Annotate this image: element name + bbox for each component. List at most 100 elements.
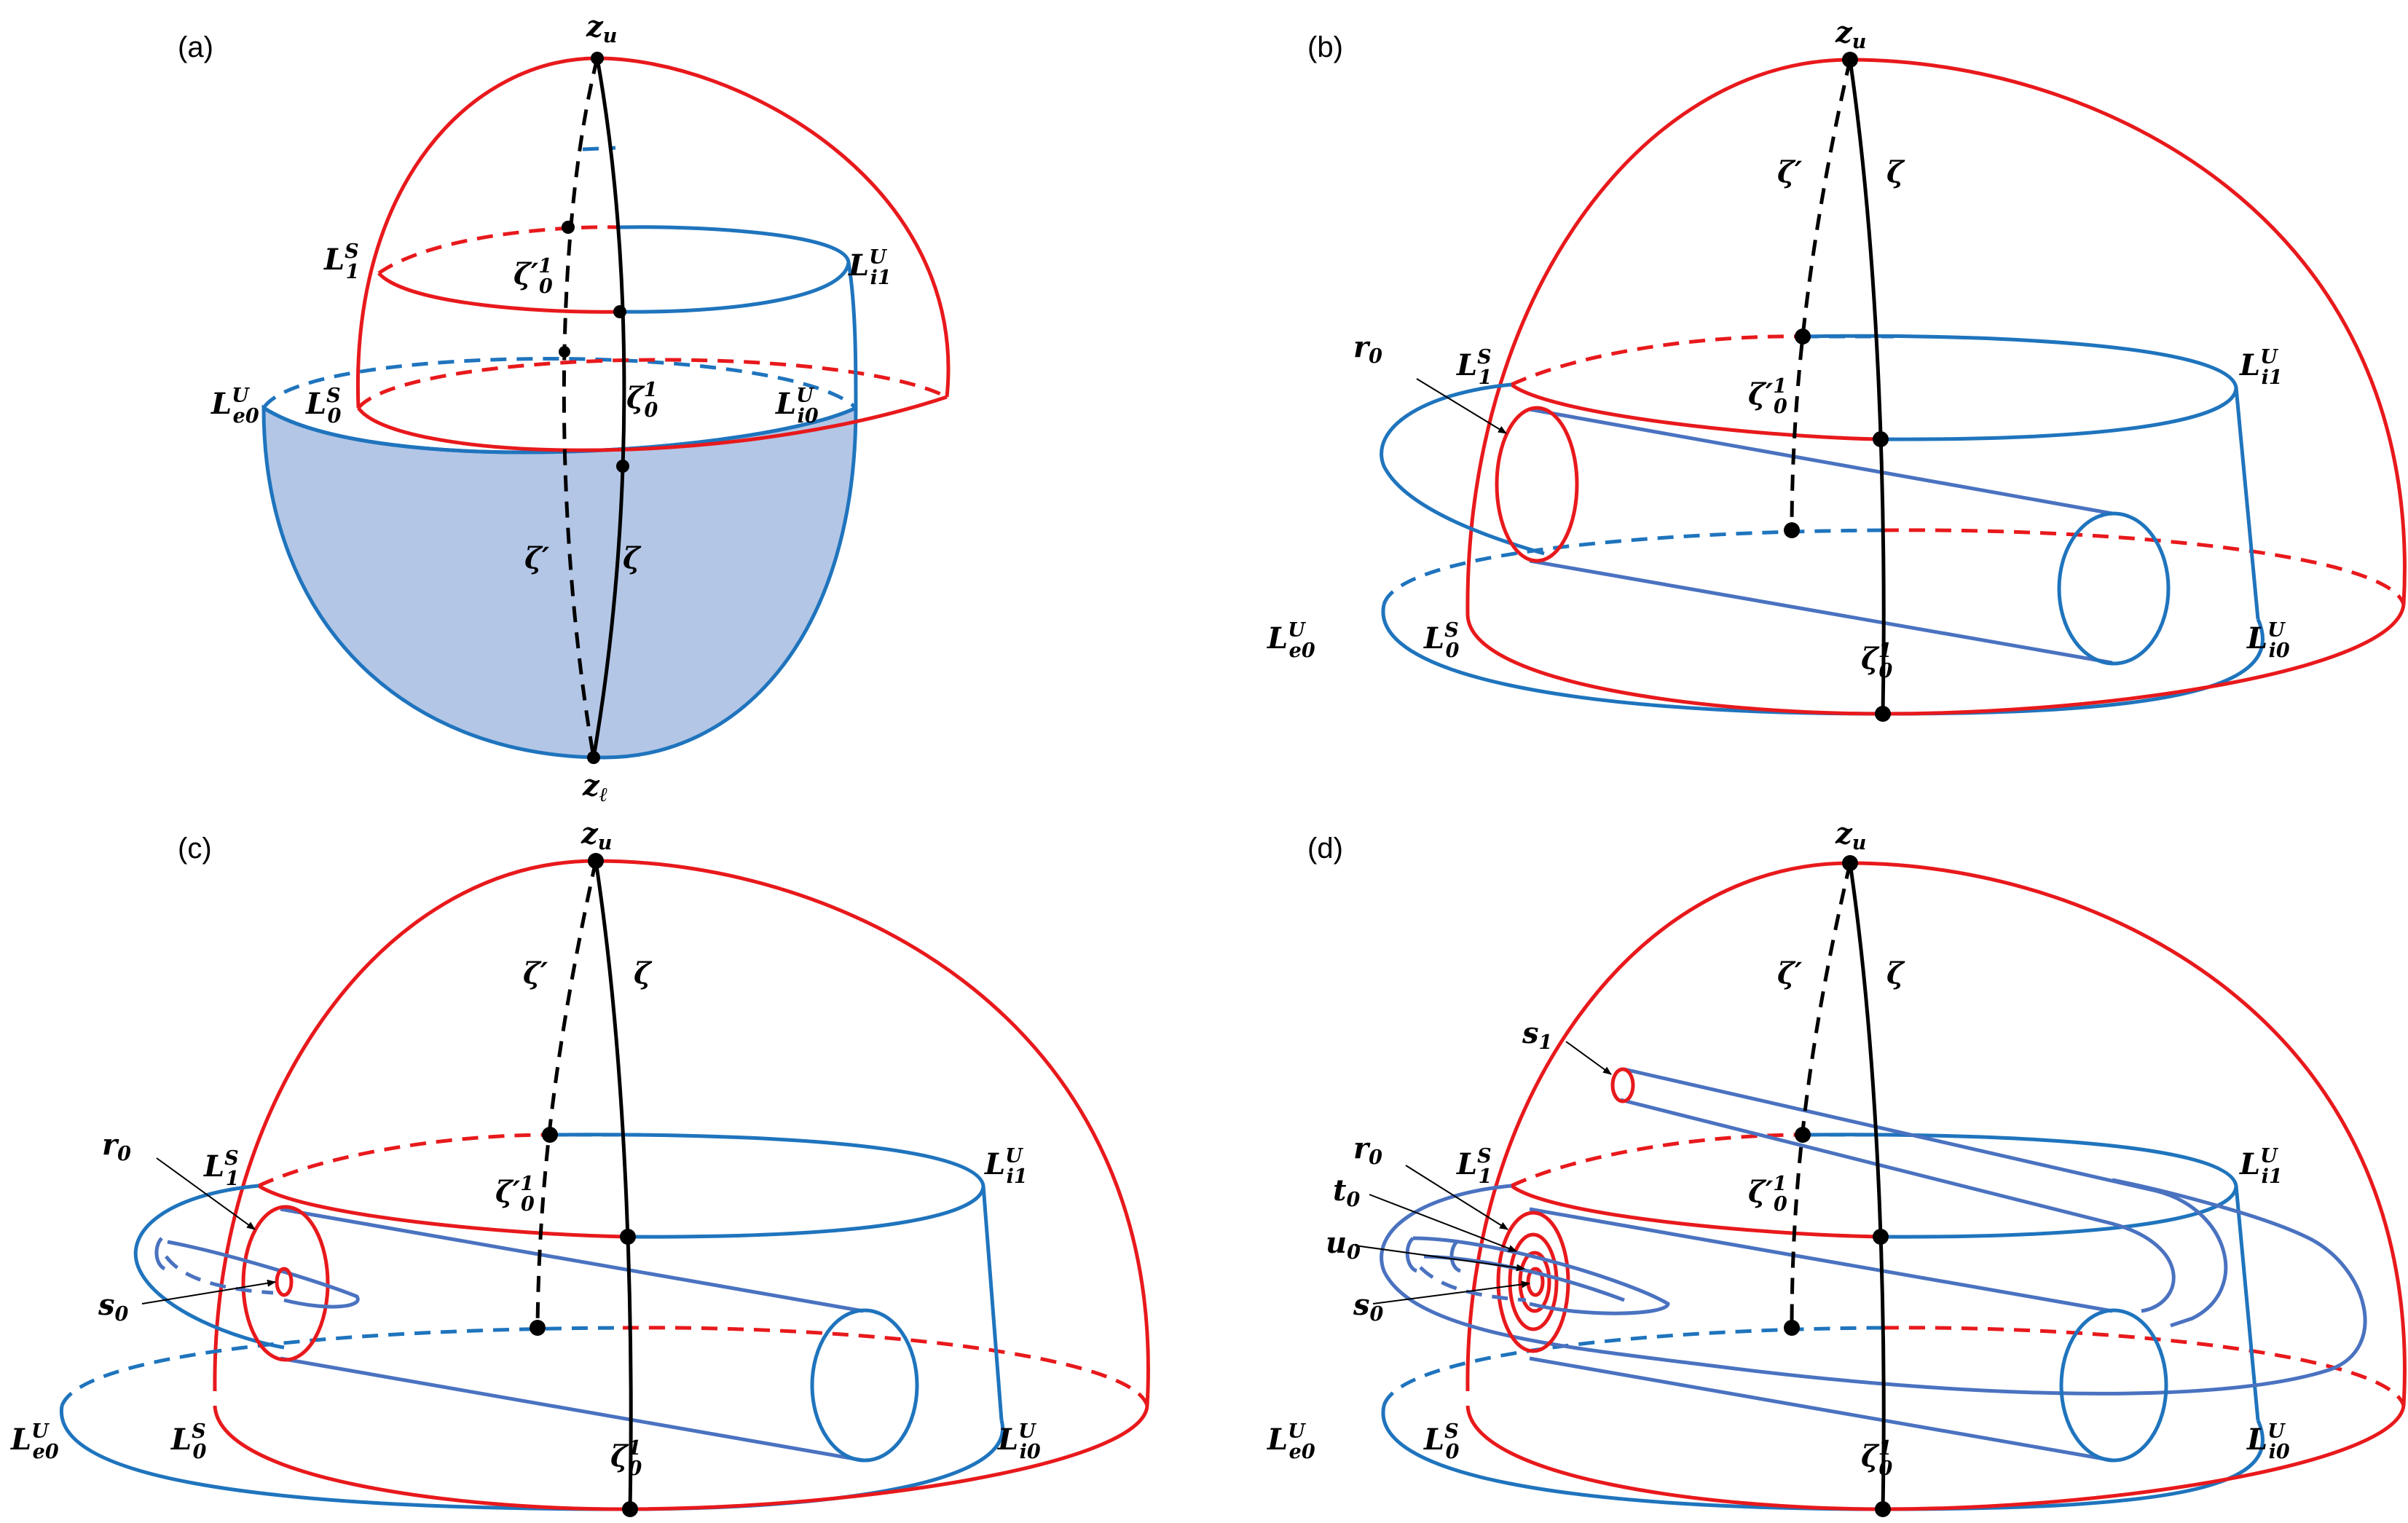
tube-u0-red xyxy=(1518,1251,1551,1313)
tube-s1-bottom xyxy=(1620,1098,2176,1313)
tube-end-right xyxy=(2059,1308,2168,1463)
curve-L1S-back xyxy=(1510,334,1803,387)
point-zeta0-1 xyxy=(622,1501,638,1517)
curve-s0-loop xyxy=(167,1240,360,1309)
curve-zeta-prime xyxy=(1790,862,1852,1329)
curve-zeta xyxy=(1848,59,1886,715)
label-zeta: ζ xyxy=(634,956,653,991)
label-zeta-prime: ζ′ xyxy=(524,541,550,575)
point-zeta0p-1 xyxy=(1795,328,1811,345)
curve-L0S-back xyxy=(357,358,948,409)
arrow-s0 xyxy=(1372,1280,1530,1304)
label-zeta: ζ xyxy=(1886,956,1905,991)
point-zu xyxy=(1842,52,1858,68)
curve-L0S-back xyxy=(622,1326,1149,1406)
label-s0: s0 xyxy=(98,1288,129,1326)
lower-hemisphere-fill xyxy=(261,404,858,760)
curve-L1S-front xyxy=(1510,383,1880,441)
tube-s0-red xyxy=(275,1267,294,1297)
tube-top-edge xyxy=(1529,1207,2113,1313)
upper-hemisphere-dome xyxy=(1465,861,2407,1406)
label-zeta-prime: ζ′ xyxy=(523,956,548,991)
curve-L1S-front xyxy=(257,1184,627,1239)
panel-label-a: (a) xyxy=(178,31,213,63)
label-t0: t0 xyxy=(1333,1173,1360,1211)
curve-zeta-prime xyxy=(535,860,598,1329)
curve-L0S-front xyxy=(356,395,948,452)
curve-zeta-prime xyxy=(562,58,599,758)
upper-hemisphere-dome xyxy=(355,56,951,409)
curve-L1S-front xyxy=(1510,1184,1880,1239)
tube-top-edge xyxy=(1529,407,2113,516)
arrow-t0 xyxy=(1369,1194,1517,1252)
curve-inner-bracket-2 xyxy=(1449,1240,1462,1273)
curve-s0-bracket xyxy=(154,1237,166,1271)
arrow-r0 xyxy=(1405,1165,1508,1230)
point-zeta0p-1 xyxy=(542,1127,558,1143)
point-zeta-intersect xyxy=(559,346,570,358)
tube-s1-red xyxy=(1610,1067,1635,1103)
curve-zeta-prime xyxy=(1790,59,1852,531)
point-zeta-prime-lower xyxy=(530,1320,546,1336)
curve-Li1U-side xyxy=(2234,1185,2260,1421)
label-zeta-prime: ζ′ xyxy=(1777,956,1803,991)
tube-r0-red xyxy=(241,1205,330,1362)
panel-label-c: (c) xyxy=(178,833,212,865)
curve-L1S-back xyxy=(1510,1133,1803,1188)
curve-Li1U xyxy=(1802,1133,2238,1239)
point-zeta-prime-lower xyxy=(1784,522,1800,538)
label-zeta-prime: ζ′ xyxy=(1777,155,1803,189)
tube-top-edge xyxy=(280,1207,864,1313)
arrow-u0 xyxy=(1354,1245,1525,1272)
label-zl: zℓ xyxy=(582,768,607,806)
curve-Le0U-back xyxy=(261,357,857,409)
arrow-r0 xyxy=(1416,378,1507,434)
label-r0: r0 xyxy=(102,1128,131,1165)
curve-L0S-front xyxy=(1465,1405,2406,1511)
label-r0: r0 xyxy=(1353,1131,1382,1169)
curve-L0S-back xyxy=(1882,1326,2406,1406)
point-zeta0p-1 xyxy=(562,221,575,234)
curve-Li1U-side xyxy=(2234,387,2260,620)
curve-L0S-front xyxy=(1465,604,2406,716)
tube-t0-red xyxy=(1508,1232,1559,1331)
label-zeta: ζ xyxy=(623,541,642,575)
curve-Li1U xyxy=(1802,334,2238,441)
curve-Li1U xyxy=(618,225,851,314)
label-zeta: ζ xyxy=(1886,155,1905,189)
point-zeta0-1-upper xyxy=(1873,1229,1889,1245)
curve-inner-bracket-1 xyxy=(1405,1237,1418,1273)
arrow-s0 xyxy=(141,1279,276,1304)
point-zeta0-1-upper xyxy=(1873,431,1889,447)
point-zu xyxy=(588,853,604,869)
curve-L1S-back xyxy=(377,225,620,275)
curve-Li1U xyxy=(549,1133,985,1239)
